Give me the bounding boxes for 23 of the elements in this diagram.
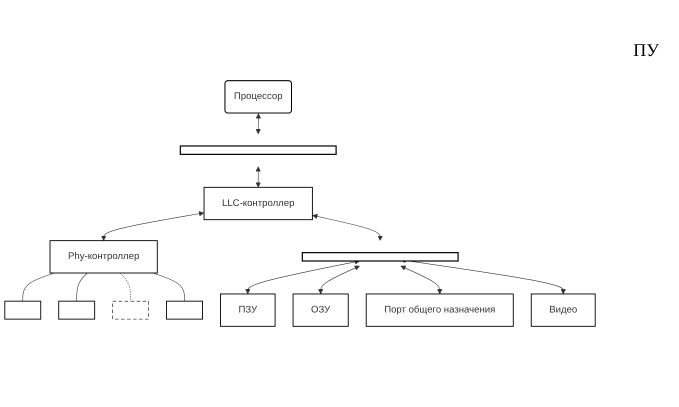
node-box: ОЗУ [292,294,349,327]
connector [152,272,185,302]
connector [120,272,131,302]
node-box: ПЗУ [220,294,276,327]
node-box: Phy-контроллер [50,240,158,274]
node-box [58,300,96,320]
node-box: Порт общего назначения [366,294,514,327]
node-bar [302,252,459,262]
arrow [312,214,383,241]
node-box [4,300,42,320]
arrow [318,266,360,294]
connector [22,272,55,302]
node-box: LLC-контроллер [204,186,313,220]
arrow [101,211,204,241]
node-bar [180,145,337,155]
arrow [256,166,261,188]
arrow [400,266,442,294]
arrow [256,113,261,134]
node-box [166,300,203,320]
connector [76,272,88,302]
node-box: Видео [530,294,596,327]
group-label: ПУ [633,40,659,61]
node-box [112,300,149,320]
